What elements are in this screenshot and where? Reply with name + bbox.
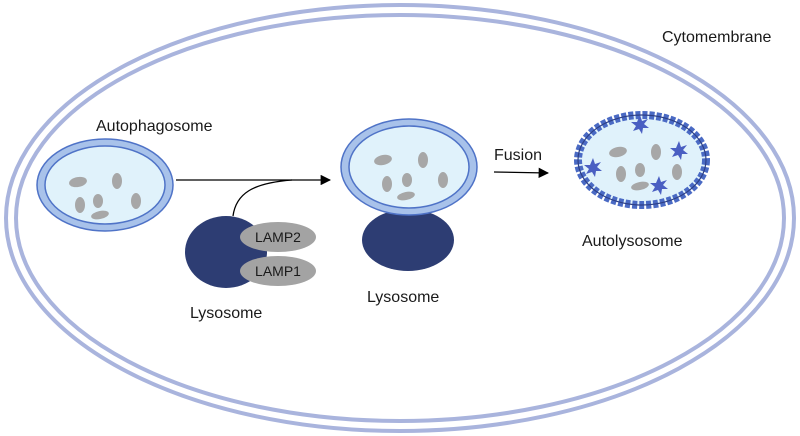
fusion-label: Fusion — [494, 147, 542, 164]
autolysosome — [574, 111, 710, 209]
lamp1-protein — [240, 256, 316, 286]
lysosomal-enzymes — [584, 115, 688, 195]
lysosome-path-curve — [232, 179, 293, 217]
docked-cargo — [374, 152, 448, 201]
lamp1-label: LAMP1 — [255, 263, 301, 279]
cytomembrane-label: Cytomembrane — [662, 29, 771, 46]
lysosome-left-label: Lysosome — [190, 305, 262, 322]
enzyme-star-2 — [670, 141, 688, 160]
cell-membrane — [4, 3, 796, 433]
fusion-arrow — [493, 167, 550, 179]
autophagosome-cargo — [69, 173, 141, 220]
enzyme-star-4 — [650, 176, 668, 195]
lysosome-docked — [362, 209, 454, 271]
autophagosome — [36, 138, 174, 232]
autophagosome-label: Autophagosome — [96, 118, 213, 135]
autophagosome-docked — [340, 118, 478, 216]
lamp2-protein — [240, 222, 316, 252]
lysosome-with-lamp — [185, 216, 316, 288]
lysosome-middle-label: Lysosome — [367, 289, 439, 306]
enzyme-star-3 — [584, 158, 602, 177]
autolysosome-cargo — [609, 144, 682, 191]
autolysosome-label: Autolysosome — [582, 233, 683, 250]
enzyme-star-1 — [631, 115, 649, 134]
lamp2-label: LAMP2 — [255, 229, 301, 245]
